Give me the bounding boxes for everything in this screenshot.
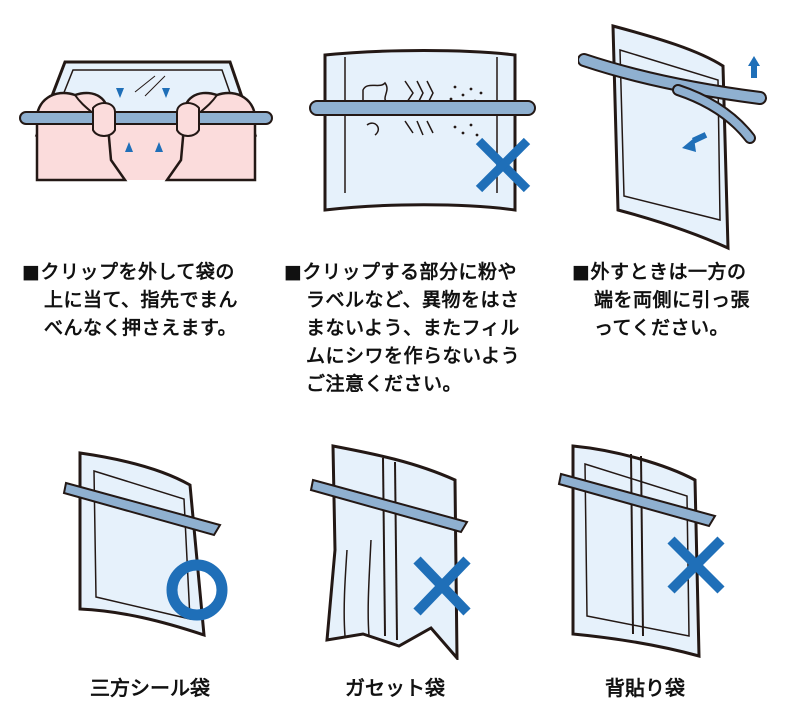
ng-cross-icon <box>667 536 725 594</box>
ng-cross-icon <box>475 137 531 193</box>
back-seal-bag-illustration <box>555 440 735 660</box>
bag-label-three-side-seal: 三方シール袋 <box>90 676 210 700</box>
instruction-caption-3: ■外すときは一方の 端を両側に引っ張 ってください。 <box>572 261 751 339</box>
three-side-seal-bag-illustration <box>62 445 242 660</box>
pull-up-arrow-icon <box>748 56 760 78</box>
bag-label-back-seal: 背貼り袋 <box>605 676 685 700</box>
step-remove-clip-illustration <box>578 20 773 255</box>
step-press-clip-illustration <box>15 40 275 190</box>
step-foreign-object-illustration <box>305 45 540 215</box>
instruction-caption-2: ■クリップする部分に粉や ラベルなど、異物をはさ まないよう、またフィル ムにシ… <box>284 261 521 395</box>
instruction-caption-1: ■クリップを外して袋の 上に当て、指先でまん べんなく押さえます。 <box>22 261 239 339</box>
gusset-bag-illustration <box>305 440 485 660</box>
bag-label-gusset: ガセット袋 <box>345 676 445 700</box>
pull-down-arrow-icon <box>682 132 708 152</box>
ok-circle-icon <box>166 559 228 621</box>
ng-cross-icon <box>413 556 471 616</box>
